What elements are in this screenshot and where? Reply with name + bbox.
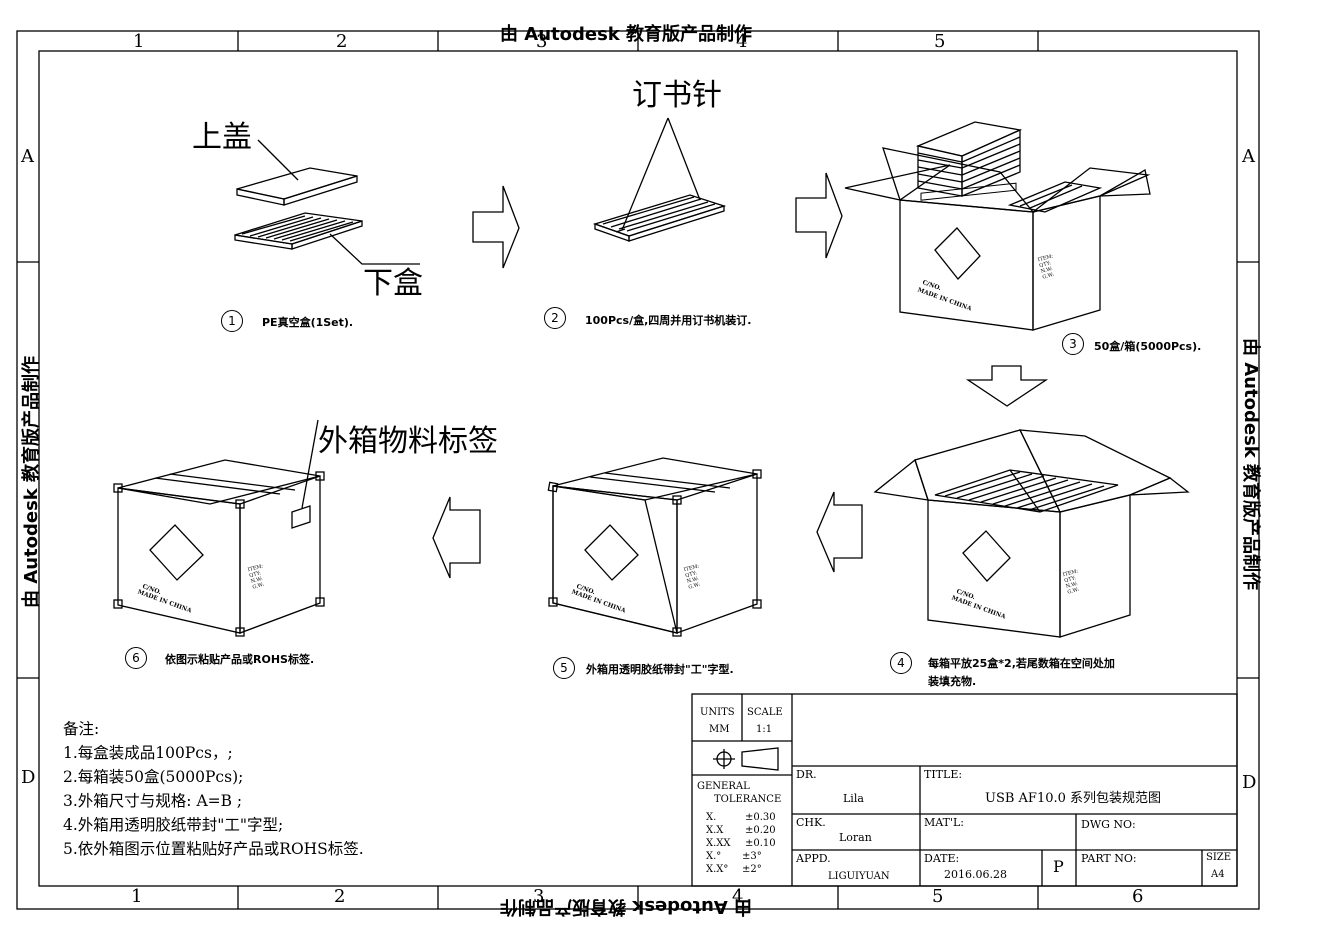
- zone-col-3-bottom: 3: [533, 886, 545, 907]
- zone-row-d-left: D: [21, 767, 36, 788]
- bottom-box-callout: 下盒: [363, 266, 423, 301]
- tray-illustration: [234, 212, 363, 250]
- part-no-label: PART NO:: [1081, 852, 1137, 865]
- dr-value: Lila: [843, 792, 864, 805]
- step-3-caption: 50盒/箱(5000Pcs).: [1094, 340, 1202, 353]
- units-value: MM: [709, 724, 730, 735]
- outer-label-leader: [301, 419, 319, 509]
- staple-leader-2: [667, 117, 701, 201]
- tolerance-val-2: ±0.20: [745, 825, 776, 836]
- zone-col-2-top: 2: [336, 31, 348, 52]
- tolerance-val-5: ±2°: [742, 864, 762, 875]
- size-label: SIZE: [1206, 852, 1232, 863]
- step-6-number: 6: [125, 647, 147, 669]
- date-value: 2016.06.28: [944, 868, 1007, 881]
- zone-col-4-bottom: 4: [732, 886, 744, 907]
- material-label: MAT'L:: [924, 816, 964, 829]
- arrow-right-1: [472, 185, 520, 269]
- date-label: DATE:: [924, 852, 960, 865]
- step-1-number: 1: [221, 310, 243, 332]
- watermark-left: 由 Autodesk 教育版产品制作: [21, 355, 42, 608]
- tolerance-label: TOLERANCE: [714, 794, 782, 805]
- dwg-no-label: DWG NO:: [1081, 818, 1136, 831]
- outer-label-callout: 外箱物料标签: [318, 424, 498, 459]
- title-block-lines: [691, 693, 1238, 887]
- step-4-number: 4: [890, 652, 912, 674]
- step-5-caption: 外箱用透明胶纸带封"工"字型.: [586, 663, 734, 676]
- tolerance-key-2: X.X: [706, 825, 724, 836]
- outer-label-patch: [291, 505, 311, 529]
- step-4-caption-line1: 每箱平放25盒*2,若尾数箱在空间处加: [928, 657, 1115, 670]
- revision-value: P: [1053, 857, 1064, 876]
- note-item: 5.依外箱图示位置粘贴好产品或ROHS标签.: [63, 840, 364, 858]
- step-3-number: 3: [1062, 333, 1084, 355]
- appd-value: LIGUIYUAN: [828, 871, 890, 882]
- notes-heading: 备注:: [63, 720, 100, 738]
- scale-value: 1:1: [756, 724, 773, 735]
- zone-col-5-bottom: 5: [932, 886, 944, 907]
- open-box-full-illustration: [844, 121, 1151, 331]
- open-box-half-illustration: [873, 429, 1190, 638]
- tolerance-key-4: X.°: [706, 851, 722, 862]
- sealed-box-illustration: [547, 457, 762, 637]
- zone-row-d-right: D: [1242, 772, 1257, 793]
- note-item: 4.外箱用透明胶纸带封"工"字型;: [63, 816, 284, 834]
- step-1-caption: PE真空盒(1Set).: [262, 316, 354, 329]
- chk-label: CHK.: [796, 816, 826, 829]
- arrow-right-2: [795, 172, 843, 259]
- zone-col-4-top: 4: [736, 31, 748, 52]
- note-item: 2.每箱装50盒(5000Pcs);: [63, 768, 244, 786]
- size-value: A4: [1211, 869, 1225, 880]
- lid-callout: 上盖: [192, 120, 252, 155]
- tolerance-val-3: ±0.10: [745, 838, 776, 849]
- zone-col-5-top: 5: [934, 31, 946, 52]
- zone-row-a-right: A: [1242, 146, 1255, 167]
- scale-label: SCALE: [747, 707, 783, 718]
- zone-col-1-bottom: 1: [131, 886, 143, 907]
- step-6-caption: 依图示粘贴产品或ROHS标签.: [165, 653, 315, 666]
- lid-illustration: [236, 167, 358, 206]
- stapled-tray-illustration: [592, 194, 727, 242]
- note-item: 1.每盒装成品100Pcs，;: [63, 744, 233, 762]
- staple-leader-1: [621, 117, 669, 231]
- lid-leader: [257, 139, 299, 181]
- chk-value: Loran: [839, 831, 872, 844]
- zone-col-1-top: 1: [133, 31, 145, 52]
- zone-col-6-bottom: 6: [1132, 886, 1144, 907]
- appd-label: APPD.: [796, 852, 831, 865]
- zone-col-3-top: 3: [536, 31, 548, 52]
- step-4-caption-line2: 装填充物.: [928, 675, 977, 688]
- units-label: UNITS: [700, 707, 735, 718]
- arrow-left-2: [432, 496, 481, 579]
- dr-label: DR.: [796, 768, 817, 781]
- arrow-left-1: [816, 491, 863, 573]
- notes-block: 备注: 1.每盒装成品100Pcs，; 2.每箱装50盒(5000Pcs); 3…: [63, 717, 364, 861]
- tolerance-val-1: ±0.30: [745, 812, 776, 823]
- watermark-right: 由 Autodesk 教育版产品制作: [1240, 338, 1261, 591]
- tolerance-key-1: X.: [706, 812, 717, 823]
- tolerance-key-3: X.XX: [706, 838, 731, 849]
- watermark-top: 由 Autodesk 教育版产品制作: [500, 24, 753, 45]
- general-label: GENERAL: [697, 781, 750, 792]
- tolerance-val-4: ±3°: [742, 851, 762, 862]
- labelled-box-illustration: [113, 459, 325, 637]
- bottom-leader: [329, 233, 420, 265]
- title-label: TITLE:: [924, 768, 963, 781]
- arrow-down: [965, 365, 1049, 407]
- drawing-title: USB AF10.0 系列包装规范图: [985, 791, 1162, 806]
- staple-callout: 订书针: [632, 78, 722, 113]
- zone-col-2-bottom: 2: [334, 886, 346, 907]
- step-2-number: 2: [544, 307, 566, 329]
- zone-row-a-left: A: [21, 146, 34, 167]
- step-5-number: 5: [553, 657, 575, 679]
- tolerance-key-5: X.X°: [706, 864, 729, 875]
- note-item: 3.外箱尺寸与规格: A=B ;: [63, 792, 243, 810]
- step-2-caption: 100Pcs/盒,四周并用订书机装订.: [585, 314, 752, 327]
